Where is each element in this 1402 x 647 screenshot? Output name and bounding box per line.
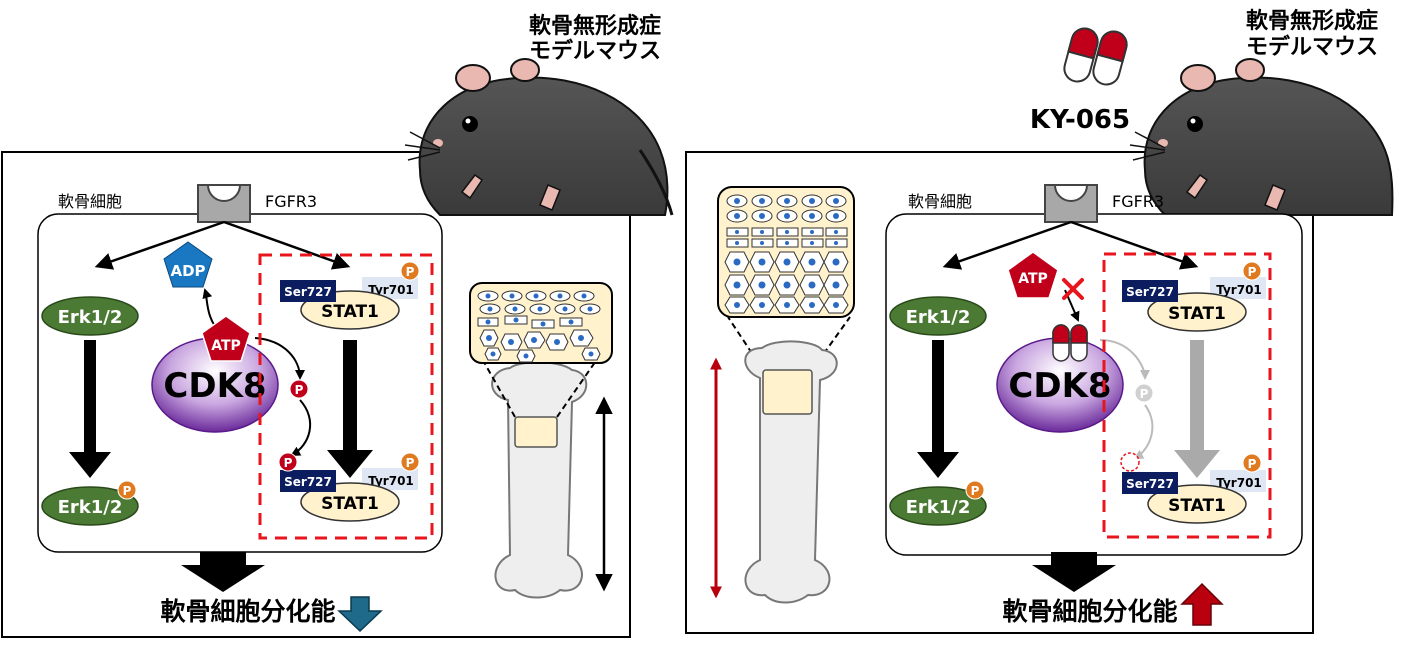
right-cell-label: 軟骨細胞	[908, 192, 972, 211]
left-atp-pentagon-icon	[201, 315, 251, 362]
right-bottom-caption: 軟骨細胞分化能	[1002, 597, 1177, 626]
svg-text:P: P	[284, 456, 293, 470]
left-bone-illustration	[479, 354, 601, 599]
left-mouse-illustration	[404, 58, 674, 216]
svg-text:Tyr701: Tyr701	[1216, 283, 1262, 297]
left-fgfr3-receptor-icon	[197, 184, 251, 223]
left-cell-label: 軟骨細胞	[58, 192, 122, 211]
svg-text:P: P	[1248, 457, 1257, 471]
left-cartilage-zoom	[469, 282, 613, 364]
left-bone-cartilage-zone	[514, 416, 558, 448]
svg-text:Ser727: Ser727	[1126, 477, 1174, 491]
left-stat1-bottom	[300, 482, 400, 522]
right-erk-arrow	[917, 340, 959, 478]
right-ser727-top-tag	[1122, 280, 1178, 302]
right-bone-cartilage-zone	[762, 369, 813, 415]
left-erk-bottom	[41, 486, 139, 526]
right-output-arrow	[1032, 552, 1116, 592]
right-stat1-bottom	[1147, 484, 1247, 524]
right-tyr701-top-phospho-icon	[1242, 261, 1262, 281]
svg-text:Ser727: Ser727	[284, 475, 332, 489]
svg-text:P: P	[295, 383, 304, 397]
right-fgfr3-receptor-icon	[1044, 184, 1098, 223]
left-tyr701-top-phospho-icon	[400, 261, 420, 281]
right-atp-pentagon-icon	[1007, 251, 1059, 299]
left-tyr701-bottom-tag	[362, 468, 418, 490]
right-ser727-bottom-tag	[1122, 472, 1178, 494]
left-output-arrow	[181, 552, 265, 592]
svg-text:P: P	[123, 484, 132, 498]
left-atp-label: ATP	[211, 338, 241, 354]
left-stat1-arrow	[327, 340, 373, 478]
svg-text:Tyr701: Tyr701	[1216, 476, 1262, 490]
right-panel: KY-065 軟骨無形成症 モデルマウス	[685, 8, 1394, 634]
left-erk-top-label: Erk1/2	[58, 307, 123, 328]
svg-text:STAT1: STAT1	[321, 494, 379, 514]
svg-text:STAT1: STAT1	[321, 302, 379, 322]
left-ser727-bottom-tag	[280, 470, 336, 492]
left-down-arrow-icon	[337, 596, 383, 633]
right-block-x-icon	[1062, 278, 1084, 300]
right-mouse-label-line2: モデルマウス	[1246, 34, 1378, 60]
right-erk-bottom	[889, 486, 987, 526]
right-stat1-arrow	[1174, 340, 1220, 478]
right-cartilage-zoom	[717, 186, 855, 318]
left-adp-label: ADP	[170, 262, 205, 280]
left-ser727-bottom-phospho-icon	[278, 452, 298, 472]
left-cdk8-label: CDK8	[163, 366, 266, 406]
right-erk-top	[889, 296, 987, 336]
left-phosphate-free-icon	[289, 379, 309, 399]
svg-text:Ser727: Ser727	[1126, 285, 1174, 299]
right-mouse-label-line1: 軟骨無形成症	[1246, 8, 1378, 34]
left-erk-arrow	[69, 340, 111, 478]
right-ser727-empty-site-icon	[1120, 452, 1140, 472]
drug-capsule-icon	[1063, 27, 1128, 86]
svg-text:P: P	[1140, 387, 1149, 401]
left-bottom-caption: 軟骨細胞分化能	[160, 597, 335, 626]
left-erk-top	[41, 296, 139, 336]
left-panel: 軟骨無形成症 モデルマウス 軟骨細胞 FGFR3 Erk1/2 Erk1/2 P…	[1, 13, 674, 638]
right-tyr701-top-tag	[1210, 277, 1266, 299]
right-erk-phospho-icon	[965, 480, 985, 500]
left-mouse-label-line2: モデルマウス	[529, 38, 661, 64]
right-mouse-illustration	[1129, 58, 1394, 216]
right-phosphate-free-icon	[1134, 383, 1154, 403]
svg-text:P: P	[1248, 265, 1257, 279]
svg-text:P: P	[406, 456, 415, 470]
right-tyr701-bottom-tag	[1210, 470, 1266, 492]
drug-label: KY-065	[1030, 105, 1130, 135]
left-erk-bottom-label: Erk1/2	[58, 497, 123, 518]
right-atp-label: ATP	[1018, 271, 1048, 287]
right-stat1-top	[1147, 292, 1247, 332]
left-erk-phospho-icon	[117, 480, 137, 500]
left-adp-pentagon-icon	[163, 241, 213, 288]
right-bone-illustration	[727, 316, 851, 604]
svg-text:STAT1: STAT1	[1168, 304, 1226, 324]
right-up-arrow-icon	[1180, 582, 1224, 626]
right-stat1-dashed-box	[1102, 252, 1272, 539]
right-tyr701-bottom-phospho-icon	[1242, 453, 1262, 473]
svg-text:STAT1: STAT1	[1168, 496, 1226, 516]
left-ser727-top-tag	[280, 280, 336, 302]
right-bound-inhibitor-icon	[1052, 324, 1088, 362]
svg-text:P: P	[406, 265, 415, 279]
left-stat1-dashed-box	[258, 253, 434, 540]
left-mouse-label-line1: 軟骨無形成症	[529, 13, 661, 39]
right-receptor-label: FGFR3	[1112, 192, 1164, 211]
right-cdk8-label: CDK8	[1008, 366, 1111, 406]
right-erk-top-label: Erk1/2	[906, 307, 971, 328]
left-tyr701-bottom-phospho-icon	[400, 452, 420, 472]
left-receptor-label: FGFR3	[265, 192, 317, 211]
svg-text:Ser727: Ser727	[284, 285, 332, 299]
svg-text:P: P	[971, 484, 980, 498]
svg-text:Tyr701: Tyr701	[368, 474, 414, 488]
right-erk-bottom-label: Erk1/2	[906, 497, 971, 518]
svg-text:Tyr701: Tyr701	[368, 283, 414, 297]
